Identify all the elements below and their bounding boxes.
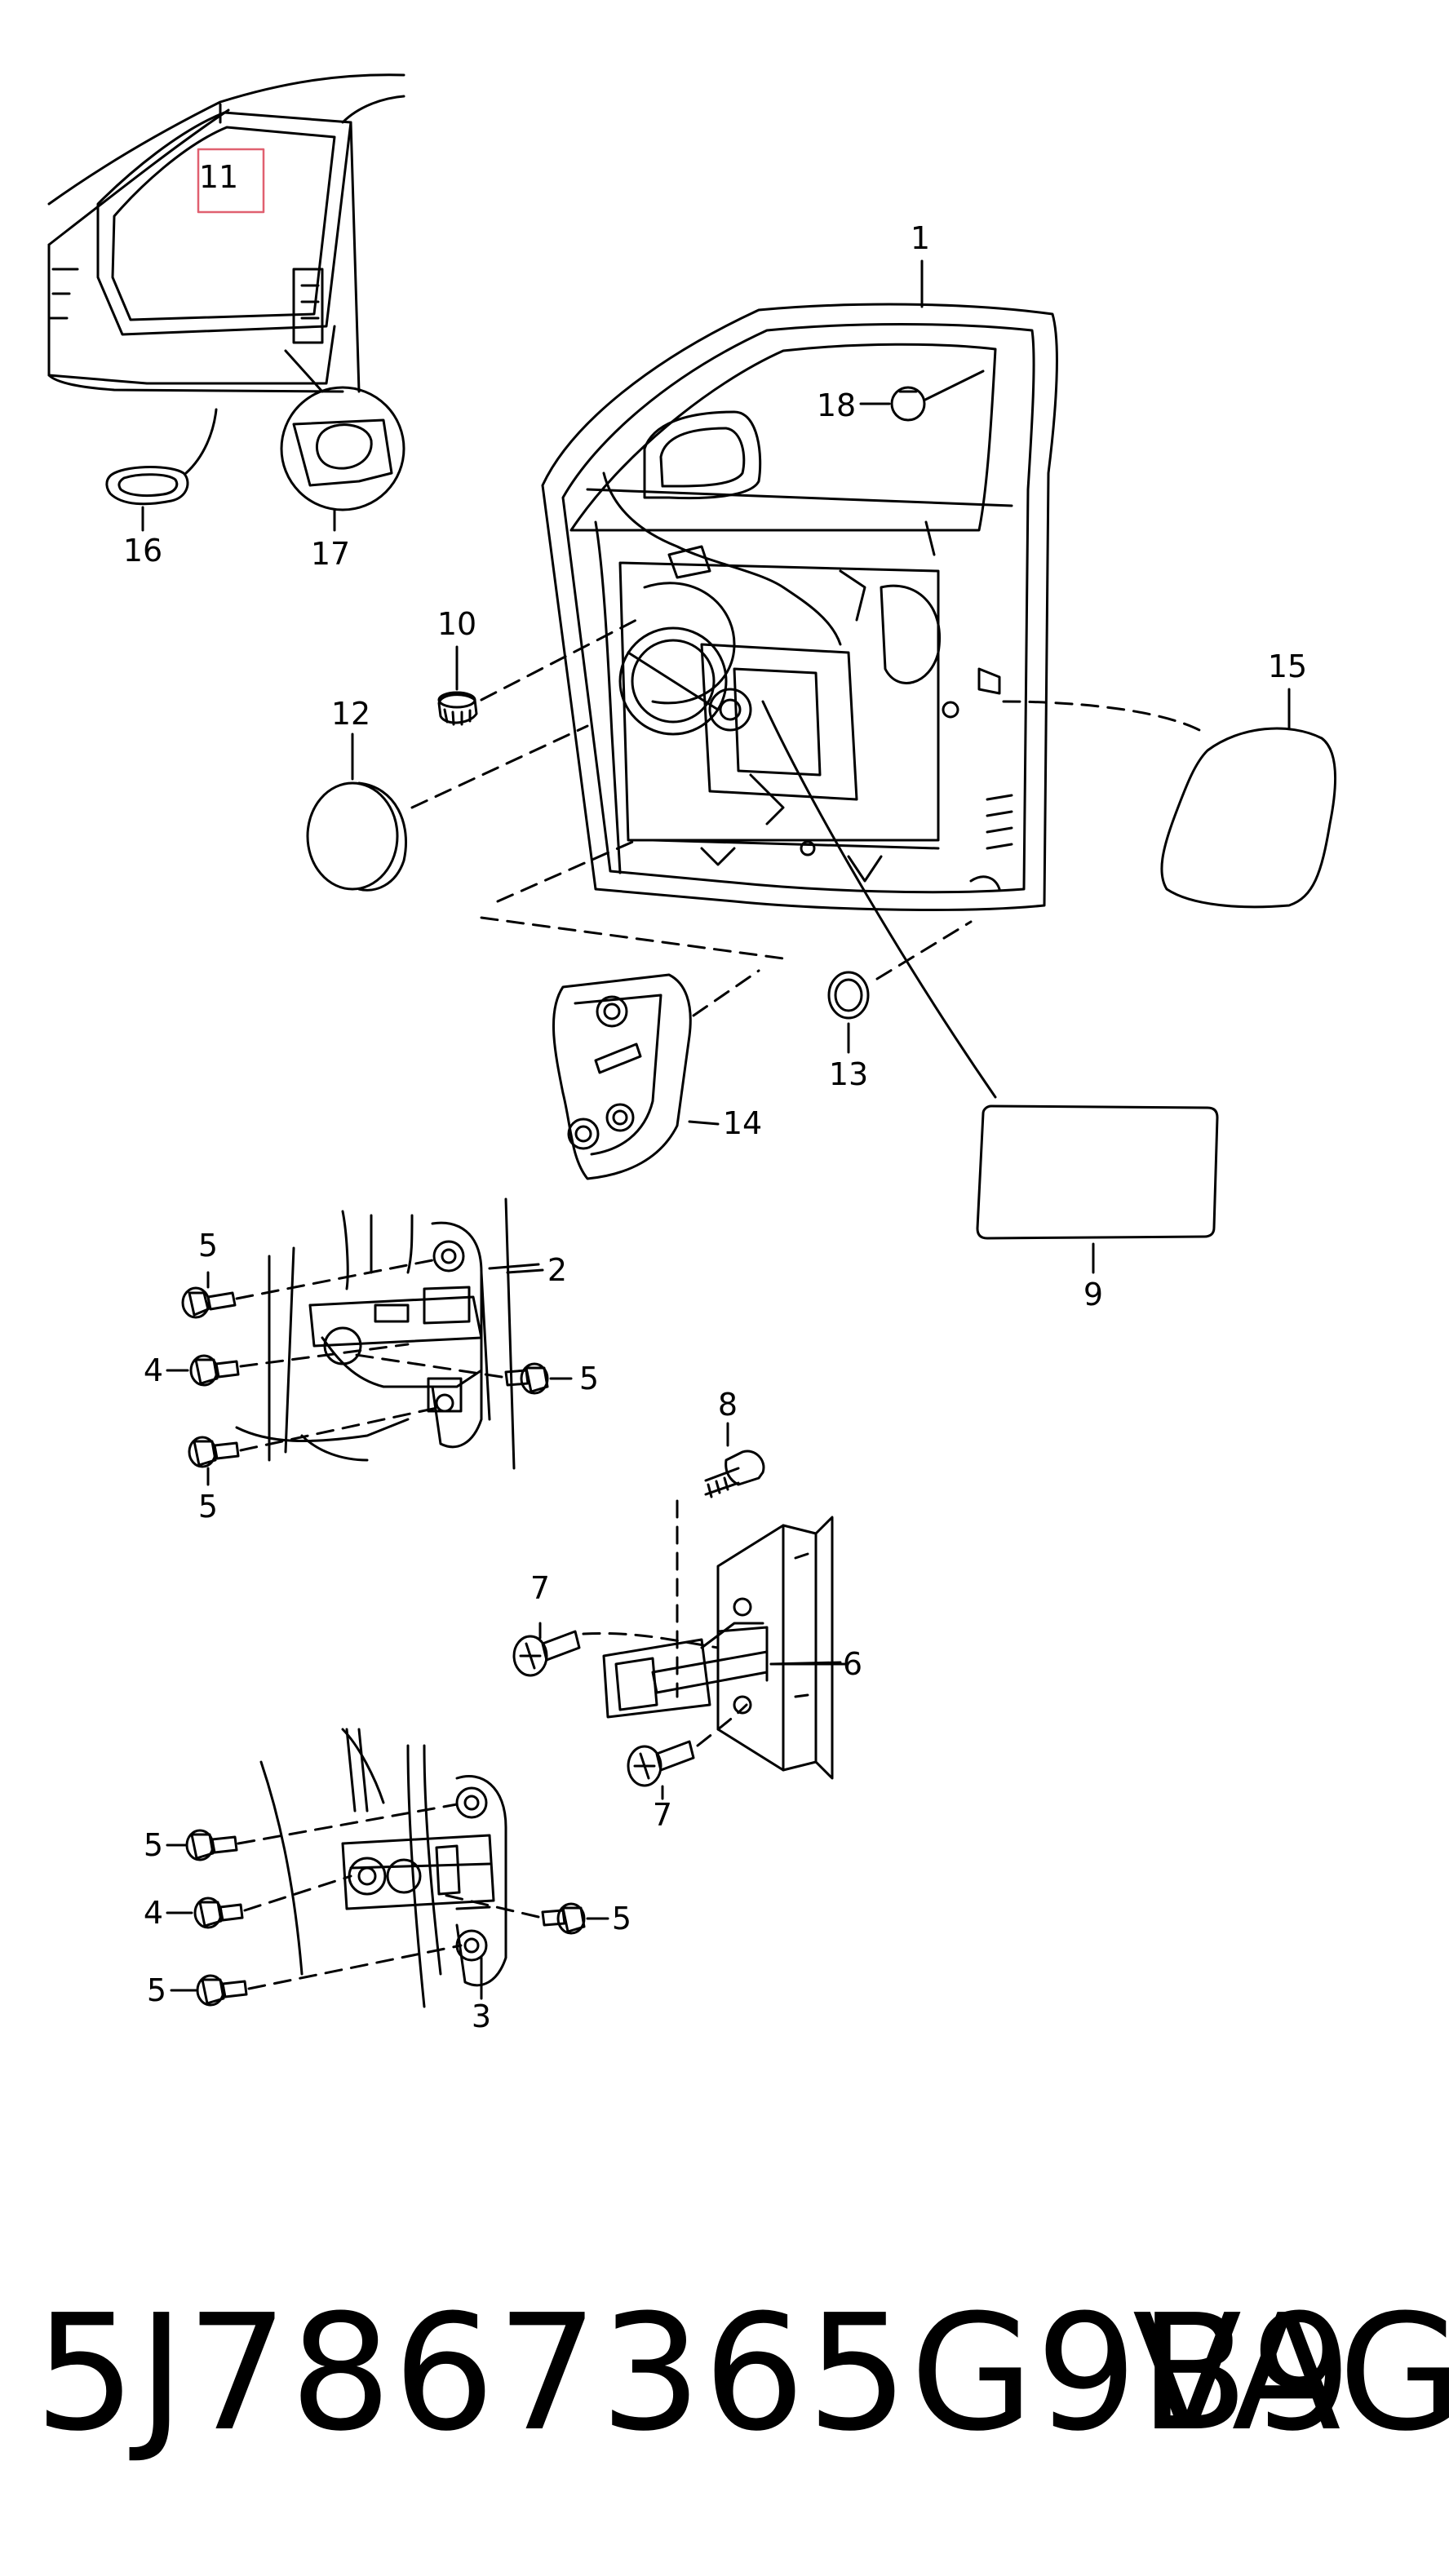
lower-hinge-bolts	[166, 1803, 609, 2007]
callout-15: 15	[1268, 648, 1307, 684]
upper-hinge-bolts	[166, 1259, 573, 1486]
bolt-5-lower-b	[439, 1892, 609, 1935]
callout-18: 18	[817, 387, 856, 423]
callout-11: 11	[199, 159, 238, 195]
callout-17: 17	[311, 536, 350, 572]
callout-3: 3	[472, 1998, 491, 2034]
callout-14: 14	[723, 1105, 762, 1141]
callout-5-lower-b: 5	[612, 1901, 631, 1936]
brand-name: VAG	[1132, 2281, 1449, 2467]
bolt-5-upper-c	[188, 1405, 442, 1486]
bolt-4-lower	[166, 1874, 352, 1929]
part-caption: 5J7867365G9B9 VAG	[0, 2276, 1449, 2472]
part-16-grommet	[105, 408, 218, 532]
body-side-aperture	[47, 73, 405, 393]
part-12-cap	[306, 724, 589, 892]
callout-12: 12	[331, 696, 370, 732]
part-2-upper-hinge	[235, 1197, 544, 1470]
callout-2: 2	[547, 1252, 567, 1288]
callout-8: 8	[718, 1387, 738, 1423]
callout-6: 6	[843, 1646, 862, 1682]
callout-10: 10	[437, 606, 476, 642]
callout-5-upper-b: 5	[579, 1361, 599, 1396]
callout-5-upper-c: 5	[198, 1489, 218, 1525]
bolt-5-upper-a	[181, 1259, 434, 1319]
part-number: 5J7867365G9B9	[34, 2281, 1354, 2467]
part-9-sheet	[761, 700, 1219, 1274]
callout-4-lower: 4	[144, 1895, 163, 1931]
callout-5-upper-a: 5	[198, 1228, 218, 1264]
callout-5-lower-a: 5	[144, 1827, 163, 1863]
part-10-clip	[437, 618, 638, 726]
callout-7-upper: 7	[530, 1570, 550, 1606]
part-18-plug	[859, 370, 985, 422]
part-15-membrane	[1002, 688, 1336, 909]
part-1-door-shell	[541, 303, 1058, 911]
part-7-bolt-upper	[512, 1622, 720, 1677]
part-17-detail	[280, 349, 405, 532]
callout-7-lower: 7	[653, 1797, 672, 1833]
callout-labels: 11 16 17 1 18 10 12 15 13 14 9 5 2 4 5 5…	[123, 159, 1307, 2034]
part-3-lower-hinge	[259, 1728, 507, 2008]
callout-5-lower-c: 5	[147, 1972, 166, 2008]
bolt-5-upper-b	[349, 1352, 573, 1395]
part-7-bolt-lower	[627, 1703, 748, 1800]
part-8-bolt	[676, 1422, 765, 1698]
bolt-5-lower-a	[166, 1803, 459, 1861]
part-14-bracket	[480, 839, 785, 1180]
callout-4-upper: 4	[144, 1352, 163, 1388]
callout-13: 13	[829, 1056, 868, 1092]
bolt-5-lower-c	[170, 1944, 463, 2007]
callout-1: 1	[911, 220, 930, 256]
callout-9: 9	[1083, 1277, 1103, 1312]
bolt-4-upper	[166, 1343, 410, 1387]
part-6-door-check	[602, 1516, 846, 1780]
callout-16: 16	[123, 533, 162, 569]
item-11-highlight	[197, 148, 265, 214]
part-13-ring	[827, 920, 973, 1054]
